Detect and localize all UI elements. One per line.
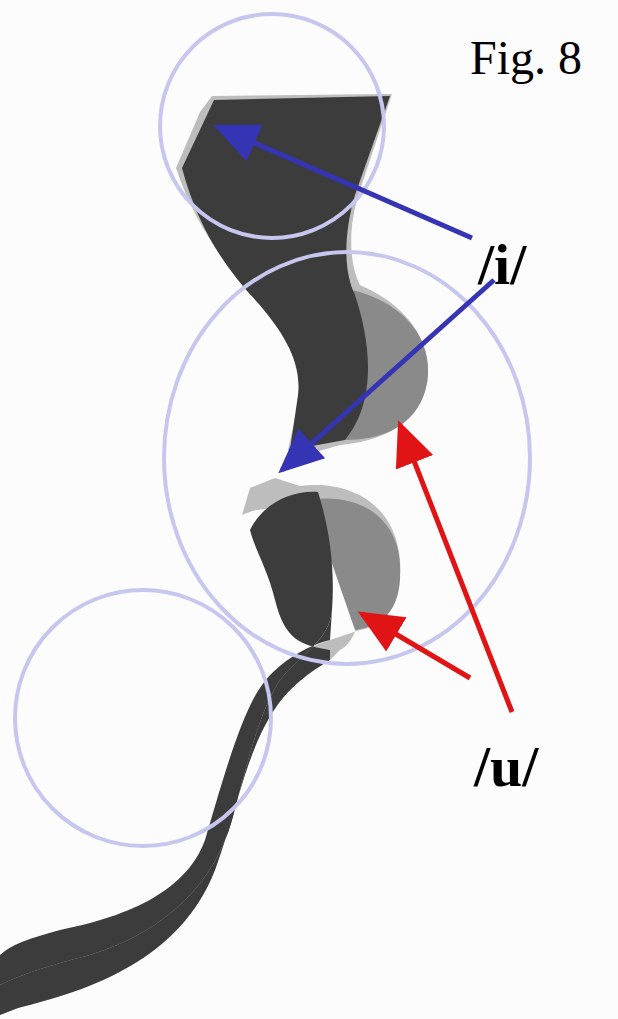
highlight-circle — [164, 252, 530, 664]
highlight-circle — [160, 14, 384, 238]
upper-tract — [176, 94, 428, 455]
leader-arrow — [362, 614, 470, 678]
leader-arrow — [282, 280, 494, 470]
figure-number: Fig. 8 — [470, 34, 582, 82]
phoneme-label: /i/ — [478, 236, 526, 294]
phoneme-label: /u/ — [474, 738, 539, 796]
leader-arrow — [218, 127, 472, 238]
lower-tract — [0, 478, 400, 1015]
highlight-circle — [15, 590, 271, 846]
